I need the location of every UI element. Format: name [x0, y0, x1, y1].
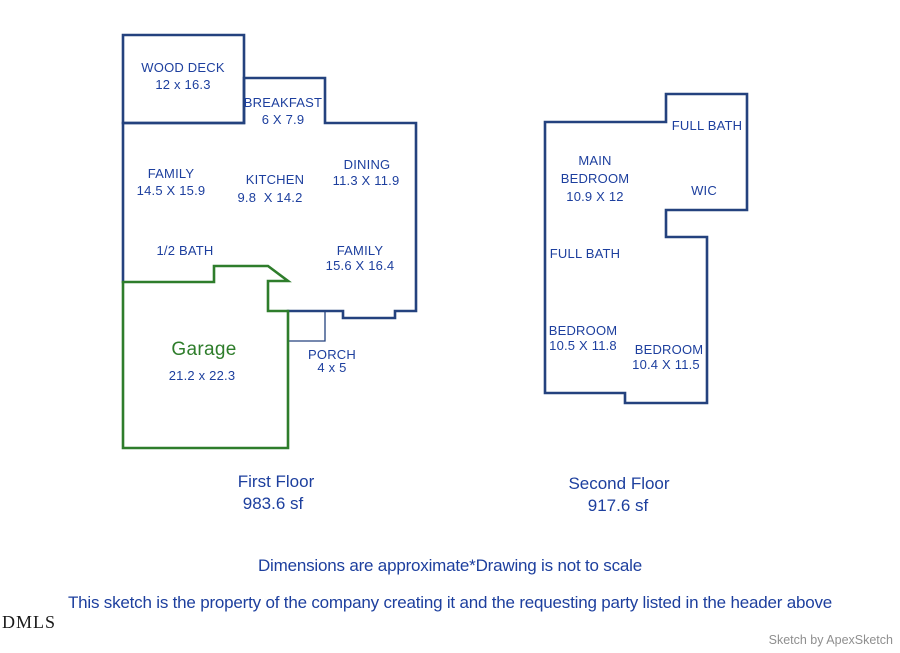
- room-label-main-bedroom: MAIN BEDROOM: [560, 153, 630, 186]
- area-first-floor: 983.6 sf: [242, 494, 304, 513]
- room-dims-dining: 11.3 X 11.9: [332, 173, 400, 188]
- room-dims-bedroom-right: 10.4 X 11.5: [632, 357, 700, 372]
- room-dims-kitchen: 9.8 X 14.2: [237, 190, 303, 205]
- first-floor-outline: [121, 76, 418, 320]
- dmls-watermark: DMLS: [2, 612, 57, 632]
- room-label-wood-deck: WOOD DECK: [141, 60, 225, 75]
- room-dims-family-right: 15.6 X 16.4: [325, 258, 395, 273]
- room-label-kitchen: KITCHEN: [245, 172, 305, 187]
- garage-outline: [121, 264, 292, 450]
- room-label-full-bath-left: FULL BATH: [549, 246, 621, 261]
- disclaimer-text: Dimensions are approximate*Drawing is no…: [257, 556, 642, 575]
- room-label-porch: PORCH: [308, 347, 356, 362]
- room-label-bedroom-right: BEDROOM: [634, 342, 704, 357]
- room-dims-family-left: 14.5 X 15.9: [136, 183, 206, 198]
- ownership-text: This sketch is the property of the compa…: [67, 593, 833, 612]
- room-label-bedroom-left: BEDROOM: [548, 323, 618, 338]
- porch-outline: [287, 310, 326, 342]
- room-dims-porch: 4 x 5: [317, 360, 347, 375]
- room-dims-main-bedroom: 10.9 X 12: [566, 189, 624, 204]
- room-label-family-left: FAMILY: [147, 166, 195, 181]
- room-dims-wood-deck: 12 x 16.3: [155, 77, 211, 92]
- room-dims-breakfast: 6 X 7.9: [261, 112, 305, 127]
- room-label-garage: Garage: [171, 339, 237, 360]
- room-label-breakfast: BREAKFAST: [243, 95, 323, 110]
- room-label-wic: WIC: [691, 183, 717, 198]
- room-label-family-right: FAMILY: [336, 243, 384, 258]
- second-floor-outline: [543, 92, 749, 405]
- apexsketch-credit: Sketch by ApexSketch: [768, 633, 893, 647]
- room-dims-bedroom-left: 10.5 X 11.8: [549, 338, 617, 353]
- room-label-half-bath: 1/2 BATH: [156, 243, 214, 258]
- room-label-dining: DINING: [343, 157, 391, 172]
- caption-second-floor: Second Floor: [568, 474, 670, 493]
- caption-first-floor: First Floor: [237, 472, 315, 491]
- room-label-full-bath-top: FULL BATH: [671, 118, 743, 133]
- room-dims-garage: 21.2 x 22.3: [168, 368, 236, 383]
- area-second-floor: 917.6 sf: [587, 496, 649, 515]
